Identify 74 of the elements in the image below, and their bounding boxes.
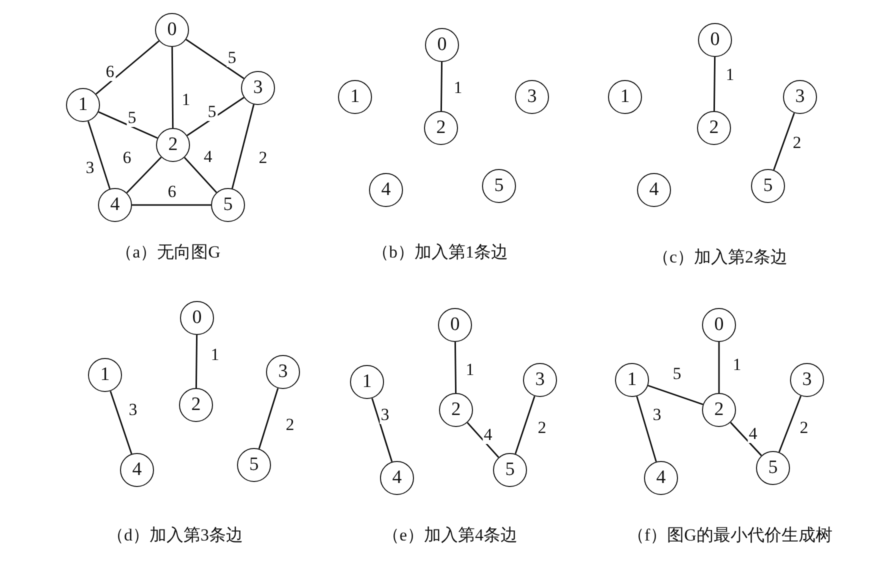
vertex-circle: 5 — [237, 448, 271, 482]
edge-line — [454, 342, 457, 393]
vertex-circle: 3 — [790, 363, 824, 397]
edge-weight: 5 — [226, 49, 238, 67]
edge-line — [440, 62, 443, 112]
edge-line — [232, 104, 254, 189]
edge-line — [371, 398, 393, 462]
vertex-circle: 2 — [179, 388, 213, 422]
edge-line — [466, 422, 500, 458]
vertex-circle: 4 — [98, 188, 132, 222]
caption: （f）图G的最小代价生成树 — [628, 524, 832, 546]
vertex-circle: 2 — [702, 393, 736, 427]
edge-line — [171, 47, 174, 128]
edge-line — [648, 384, 704, 406]
vertex-circle: 1 — [350, 365, 384, 399]
vertex-circle: 1 — [615, 363, 649, 397]
edge-line — [132, 204, 211, 206]
edge-weight: 5 — [126, 109, 138, 127]
vertex-circle: 4 — [644, 461, 678, 495]
edge-line — [87, 120, 111, 190]
edge-weight: 6 — [104, 63, 116, 81]
vertex-circle: 0 — [155, 13, 189, 47]
edge-line — [110, 390, 132, 454]
vertex-circle: 3 — [266, 355, 300, 389]
caption: （e）加入第4条边 — [382, 524, 518, 546]
vertex-circle: 1 — [88, 358, 122, 392]
edge-line — [98, 111, 158, 139]
vertex-circle: 5 — [756, 451, 790, 485]
edge-line — [258, 388, 279, 449]
vertex-circle: 3 — [783, 80, 817, 114]
edge-weight: 4 — [748, 425, 758, 443]
vertex-circle: 0 — [425, 28, 459, 62]
vertex-circle: 0 — [438, 308, 472, 342]
vertex-circle: 3 — [523, 363, 557, 397]
edge-line — [195, 335, 198, 388]
edge-line — [186, 96, 244, 136]
vertex-circle: 0 — [180, 301, 214, 335]
vertex-circle: 2 — [439, 393, 473, 427]
vertex-circle: 2 — [424, 111, 458, 145]
edge-line — [636, 396, 657, 462]
edge-line — [126, 156, 162, 194]
edge-line — [718, 342, 720, 393]
caption: （d）加入第3条边 — [107, 524, 243, 546]
caption: （c）加入第2条边 — [652, 246, 788, 268]
vertex-circle: 1 — [66, 88, 100, 122]
vertex-circle: 0 — [702, 308, 736, 342]
vertex-circle: 5 — [493, 453, 527, 487]
vertex-circle: 2 — [697, 111, 731, 145]
edge-line — [713, 57, 716, 111]
edge-line — [186, 38, 244, 80]
vertex-circle: 1 — [608, 80, 642, 114]
vertex-circle: 3 — [515, 80, 549, 114]
vertex-circle: 4 — [369, 173, 403, 207]
vertex-circle: 0 — [698, 23, 732, 57]
vertex-circle: 3 — [241, 71, 275, 105]
edge-line — [96, 40, 160, 95]
caption: （a）无向图G — [116, 242, 220, 264]
vertex-circle: 5 — [751, 169, 785, 203]
edge-line — [730, 422, 762, 456]
vertex-circle: 5 — [482, 169, 516, 203]
vertex-circle: 4 — [120, 453, 154, 487]
edge-line — [514, 396, 536, 454]
edge-weight: 5 — [206, 103, 218, 121]
caption: （b）加入第1条边 — [372, 242, 508, 264]
edge-line — [778, 396, 802, 452]
vertex-circle: 5 — [211, 188, 245, 222]
vertex-circle: 4 — [637, 173, 671, 207]
vertex-circle: 1 — [338, 80, 372, 114]
edge-line — [184, 157, 218, 193]
edge-weight: 4 — [482, 426, 494, 444]
vertex-circle: 2 — [156, 128, 190, 162]
edge-line — [773, 112, 795, 170]
vertex-circle: 4 — [380, 461, 414, 495]
edge-weight: 3 — [380, 406, 390, 424]
